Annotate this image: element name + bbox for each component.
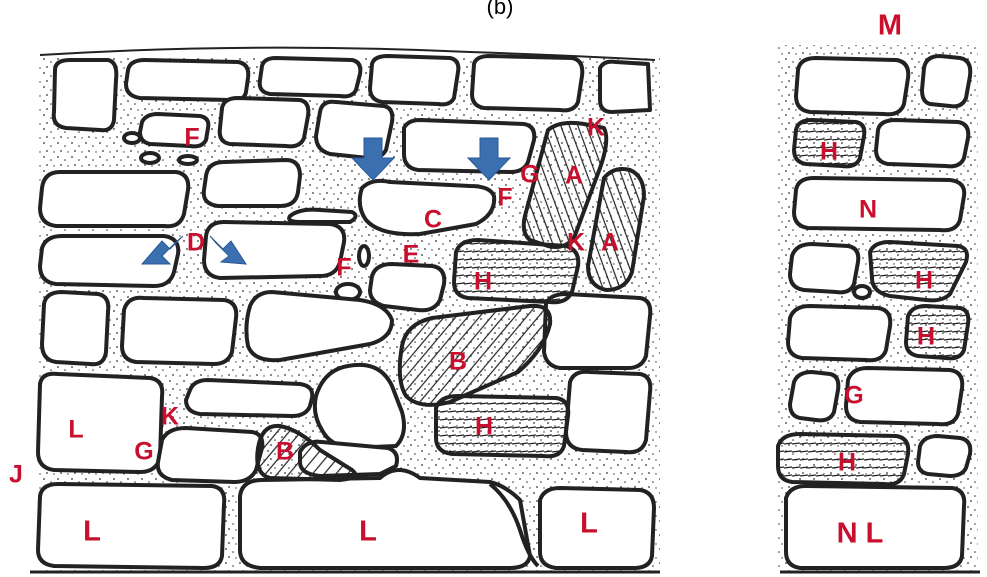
label-h-2: H [475, 415, 493, 440]
label-e: E [403, 243, 420, 268]
label-b-2: B [276, 440, 294, 465]
label-g-1: G [520, 163, 539, 188]
label-m: M [878, 12, 902, 41]
label-h-6: H [838, 451, 856, 476]
label-b-1: B [449, 350, 467, 375]
stone-h2 [436, 396, 568, 456]
stone-h5 [906, 306, 968, 358]
label-h-1: H [474, 270, 492, 295]
label-f-2: F [497, 186, 512, 211]
label-h-4: H [915, 269, 933, 294]
label-l-4: L [580, 510, 598, 539]
label-c: C [424, 208, 442, 233]
label-j: J [9, 463, 23, 488]
label-l-3: L [359, 518, 377, 547]
label-n-l: N L [837, 520, 884, 549]
label-n-1: N [859, 198, 877, 223]
label-g-2: G [134, 440, 153, 465]
label-k-3: K [161, 405, 179, 430]
label-h-3: H [820, 140, 838, 165]
label-a-1: A [565, 164, 583, 189]
label-l-2: L [83, 518, 101, 547]
label-a-2: A [601, 231, 619, 256]
label-k-1: K [587, 116, 605, 141]
label-f-3: F [336, 256, 351, 281]
stone-h1 [454, 240, 578, 302]
label-l-1: L [68, 418, 83, 443]
label-h-5: H [917, 325, 935, 350]
label-k-2: K [567, 231, 585, 256]
label-d: D [187, 231, 205, 256]
label-f-1: F [184, 126, 199, 151]
label-g-3: G [844, 384, 863, 409]
